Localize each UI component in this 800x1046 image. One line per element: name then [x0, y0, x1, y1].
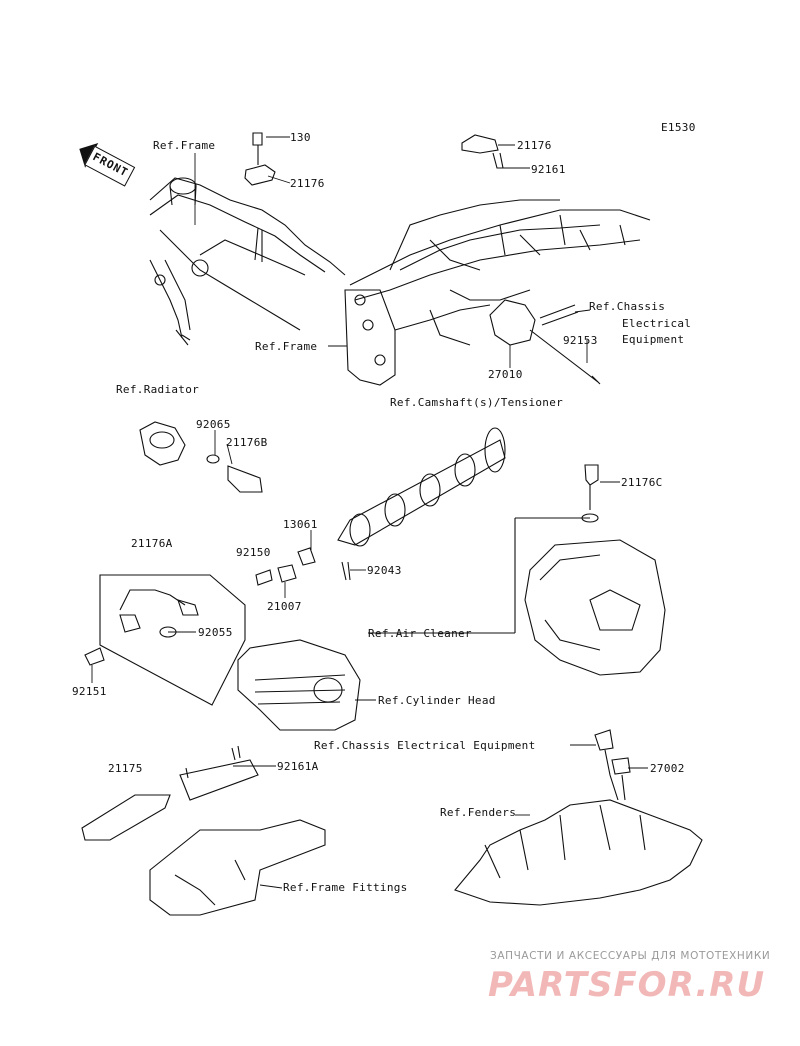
ref-frame-mid-label: Ref.Frame: [255, 340, 318, 353]
ref-radiator-label: Ref.Radiator: [116, 383, 200, 396]
part-27002-label: 27002: [650, 762, 685, 775]
module-27010-drawing: [489, 299, 601, 385]
ref-cylinder-head-label: Ref.Cylinder Head: [378, 694, 496, 707]
sensor-21176A-drawing: [84, 574, 246, 706]
frame-center-drawing: [344, 199, 651, 386]
watermark-tagline: ЗАПЧАСТИ И АКСЕССУАРЫ ДЛЯ МОТОТЕХНИКИ: [490, 950, 771, 962]
ref-fenders-label: Ref.Fenders: [440, 806, 517, 819]
radiator-housing-drawing: [139, 421, 263, 493]
ref-camshaft-label: Ref.Camshaft(s)/Tensioner: [390, 396, 564, 409]
sensor-21176-right-drawing: [461, 134, 504, 169]
part-21176B-label: 21176B: [226, 436, 268, 449]
fenders-drawing: [454, 729, 703, 906]
ref-air-cleaner-label: Ref.Air Cleaner: [368, 627, 472, 640]
ref-chassis-line2: Electrical: [622, 317, 692, 330]
frame-upper-left-drawing: [149, 177, 346, 346]
part-21176C-label: 21176C: [621, 476, 663, 489]
part-92043-label: 92043: [367, 564, 402, 577]
camshaft-drawing: [337, 427, 506, 581]
cam-sensor-parts-drawing: [255, 547, 316, 586]
part-92150-label: 92150: [236, 546, 271, 559]
part-92151-label: 92151: [72, 685, 107, 698]
part-92161A-label: 92161A: [277, 760, 319, 773]
part-92065-label: 92065: [196, 418, 231, 431]
part-130-label: 130: [290, 131, 311, 144]
ref-chassis-electrical-label: Ref.Chassis Electrical Equipment: [314, 739, 536, 752]
ref-chassis-line3: Equipment: [622, 333, 685, 346]
part-21176-label-right: 21176: [517, 139, 552, 152]
part-21007-label: 21007: [267, 600, 302, 613]
leader-lines: [91, 136, 648, 889]
ref-chassis-line1: Ref.Chassis: [589, 300, 666, 313]
frame-fittings-drawing: [81, 745, 326, 916]
part-21176-label-left: 21176: [290, 177, 325, 190]
part-92153-label: 92153: [563, 334, 598, 347]
ref-frame-top-label: Ref.Frame: [153, 139, 216, 152]
part-27010-label: 27010: [488, 368, 523, 381]
part-13061-label: 13061: [283, 518, 318, 531]
part-92055-label: 92055: [198, 626, 233, 639]
part-21175-label: 21175: [108, 762, 143, 775]
watermark-logo: PARTSFOR.RU: [488, 965, 766, 1005]
ref-frame-fittings-label: Ref.Frame Fittings: [283, 881, 408, 894]
part-92161-label: 92161: [531, 163, 566, 176]
sensor-21176-top-drawing: [244, 132, 276, 186]
air-cleaner-drawing: [514, 464, 666, 676]
diagram-code: E1530: [661, 121, 696, 134]
part-21176A-label: 21176A: [131, 537, 173, 550]
cylinder-head-drawing: [237, 639, 361, 731]
